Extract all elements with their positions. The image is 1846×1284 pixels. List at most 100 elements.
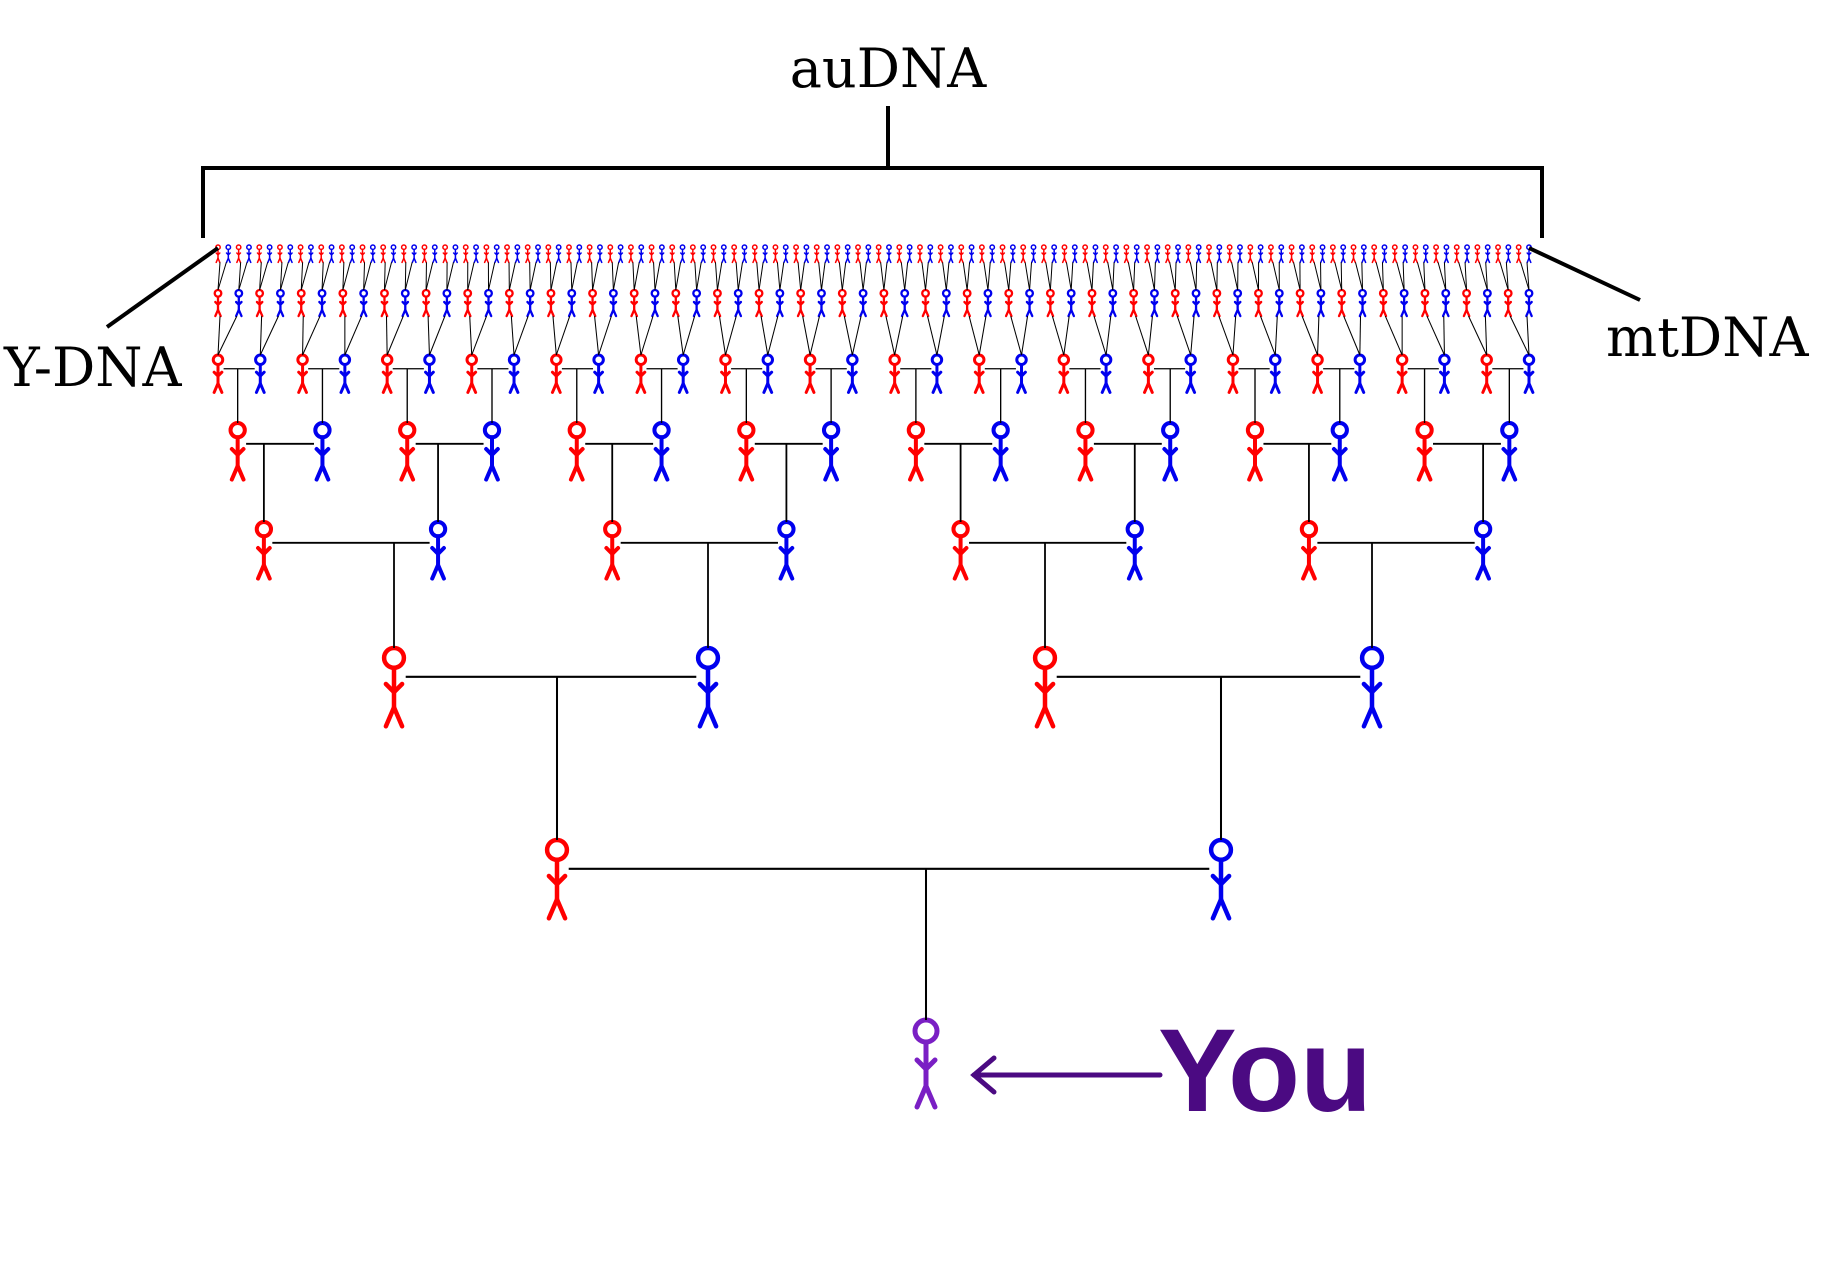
mother-figure [428, 520, 448, 581]
parent-link-line [859, 262, 864, 291]
parent-link-line [1105, 316, 1112, 356]
father-figure [1144, 244, 1151, 264]
father-figure [550, 353, 563, 394]
mtdna-label: mtDNA [1606, 306, 1809, 369]
parent-link-line [611, 262, 614, 291]
mother-figure [514, 244, 521, 264]
father-figure [1495, 244, 1501, 264]
father-figure [318, 244, 325, 264]
mtdna-pointer-line [1528, 246, 1641, 302]
father-figure [380, 244, 387, 264]
parent-link-line [760, 316, 769, 356]
mother-figure [1316, 288, 1326, 318]
father-figure [751, 244, 758, 264]
mother-figure [1015, 353, 1028, 394]
father-figure [689, 244, 696, 264]
mother-figure [821, 421, 841, 482]
mother-figure [1108, 288, 1118, 318]
father-figure [731, 244, 738, 264]
mother-figure [576, 244, 583, 264]
father-figure [1057, 353, 1071, 394]
mother-figure [555, 244, 562, 264]
father-figure [1040, 244, 1047, 264]
father-figure [1226, 244, 1233, 264]
parent-link-line [363, 262, 372, 291]
parent-link-line [716, 262, 723, 291]
father-figure [545, 244, 552, 264]
mother-figure [1340, 244, 1347, 264]
parent-link-line [1091, 262, 1094, 291]
father-figure [1170, 288, 1180, 318]
father-figure [398, 421, 417, 482]
mother-figure [650, 288, 660, 318]
parent-link-line [471, 315, 488, 356]
father-figure [754, 288, 764, 318]
father-figure [1329, 244, 1336, 264]
father-figure [1462, 288, 1472, 318]
parent-link-line [894, 315, 904, 356]
father-figure [296, 353, 309, 394]
parent-link-line [1010, 315, 1023, 356]
father-figure [972, 353, 986, 394]
parent-link-line [1065, 262, 1072, 291]
mother-figure [1099, 353, 1113, 394]
parent-link-line [342, 262, 345, 291]
parent-link-line [594, 316, 600, 356]
parent-link-line [936, 316, 945, 356]
mother-figure [390, 244, 397, 264]
parent-link-line [508, 262, 516, 291]
mother-figure [1500, 421, 1519, 482]
father-figure [228, 421, 247, 482]
parent-link-line [925, 262, 929, 291]
father-figure [999, 244, 1006, 264]
father-figure [1337, 288, 1347, 318]
parent-link-line [1437, 262, 1447, 291]
parent-link-line [428, 315, 446, 356]
mother-figure [865, 244, 872, 264]
mother-figure [761, 353, 775, 394]
parent-link-line [945, 262, 950, 291]
parent-link-line [767, 315, 779, 356]
father-figure [442, 244, 449, 264]
father-figure [483, 244, 490, 264]
mother-figure [817, 288, 826, 318]
mother-figure [1274, 288, 1284, 318]
father-figure [1309, 244, 1316, 264]
parent-link-line [1464, 262, 1468, 291]
mother-figure [1482, 288, 1492, 318]
father-figure [896, 244, 903, 264]
father-figure [524, 244, 531, 264]
parent-link-line [1210, 262, 1218, 291]
parent-link-line [1359, 316, 1362, 356]
father-figure [504, 288, 514, 318]
mother-figure [411, 244, 418, 264]
mother-figure [473, 244, 480, 264]
mother-figure [1237, 244, 1243, 264]
father-figure [1299, 520, 1319, 581]
mother-figure [484, 288, 493, 318]
parent-link-line [800, 262, 805, 291]
parent-link-line [1485, 262, 1488, 291]
father-figure [544, 837, 570, 921]
parent-link-line [1520, 262, 1530, 291]
parent-link-line [633, 262, 640, 291]
father-figure [254, 520, 274, 581]
parent-link-line [467, 262, 475, 291]
parent-link-line [1301, 315, 1319, 356]
mother-figure [1524, 288, 1534, 318]
mother-figure [900, 288, 910, 318]
mother-figure [941, 288, 951, 318]
parent-link-line [1375, 262, 1384, 291]
parent-link-line [851, 315, 862, 356]
mother-figure [507, 353, 521, 394]
father-figure [1004, 288, 1014, 318]
father-figure [1045, 288, 1055, 318]
father-figure [1412, 244, 1419, 264]
mother-figure [775, 288, 785, 318]
parent-link-line [302, 315, 321, 356]
audna-bracket [201, 106, 1544, 238]
parent-link-line [386, 315, 404, 356]
father-figure [1102, 244, 1109, 264]
mother-figure [906, 244, 913, 264]
